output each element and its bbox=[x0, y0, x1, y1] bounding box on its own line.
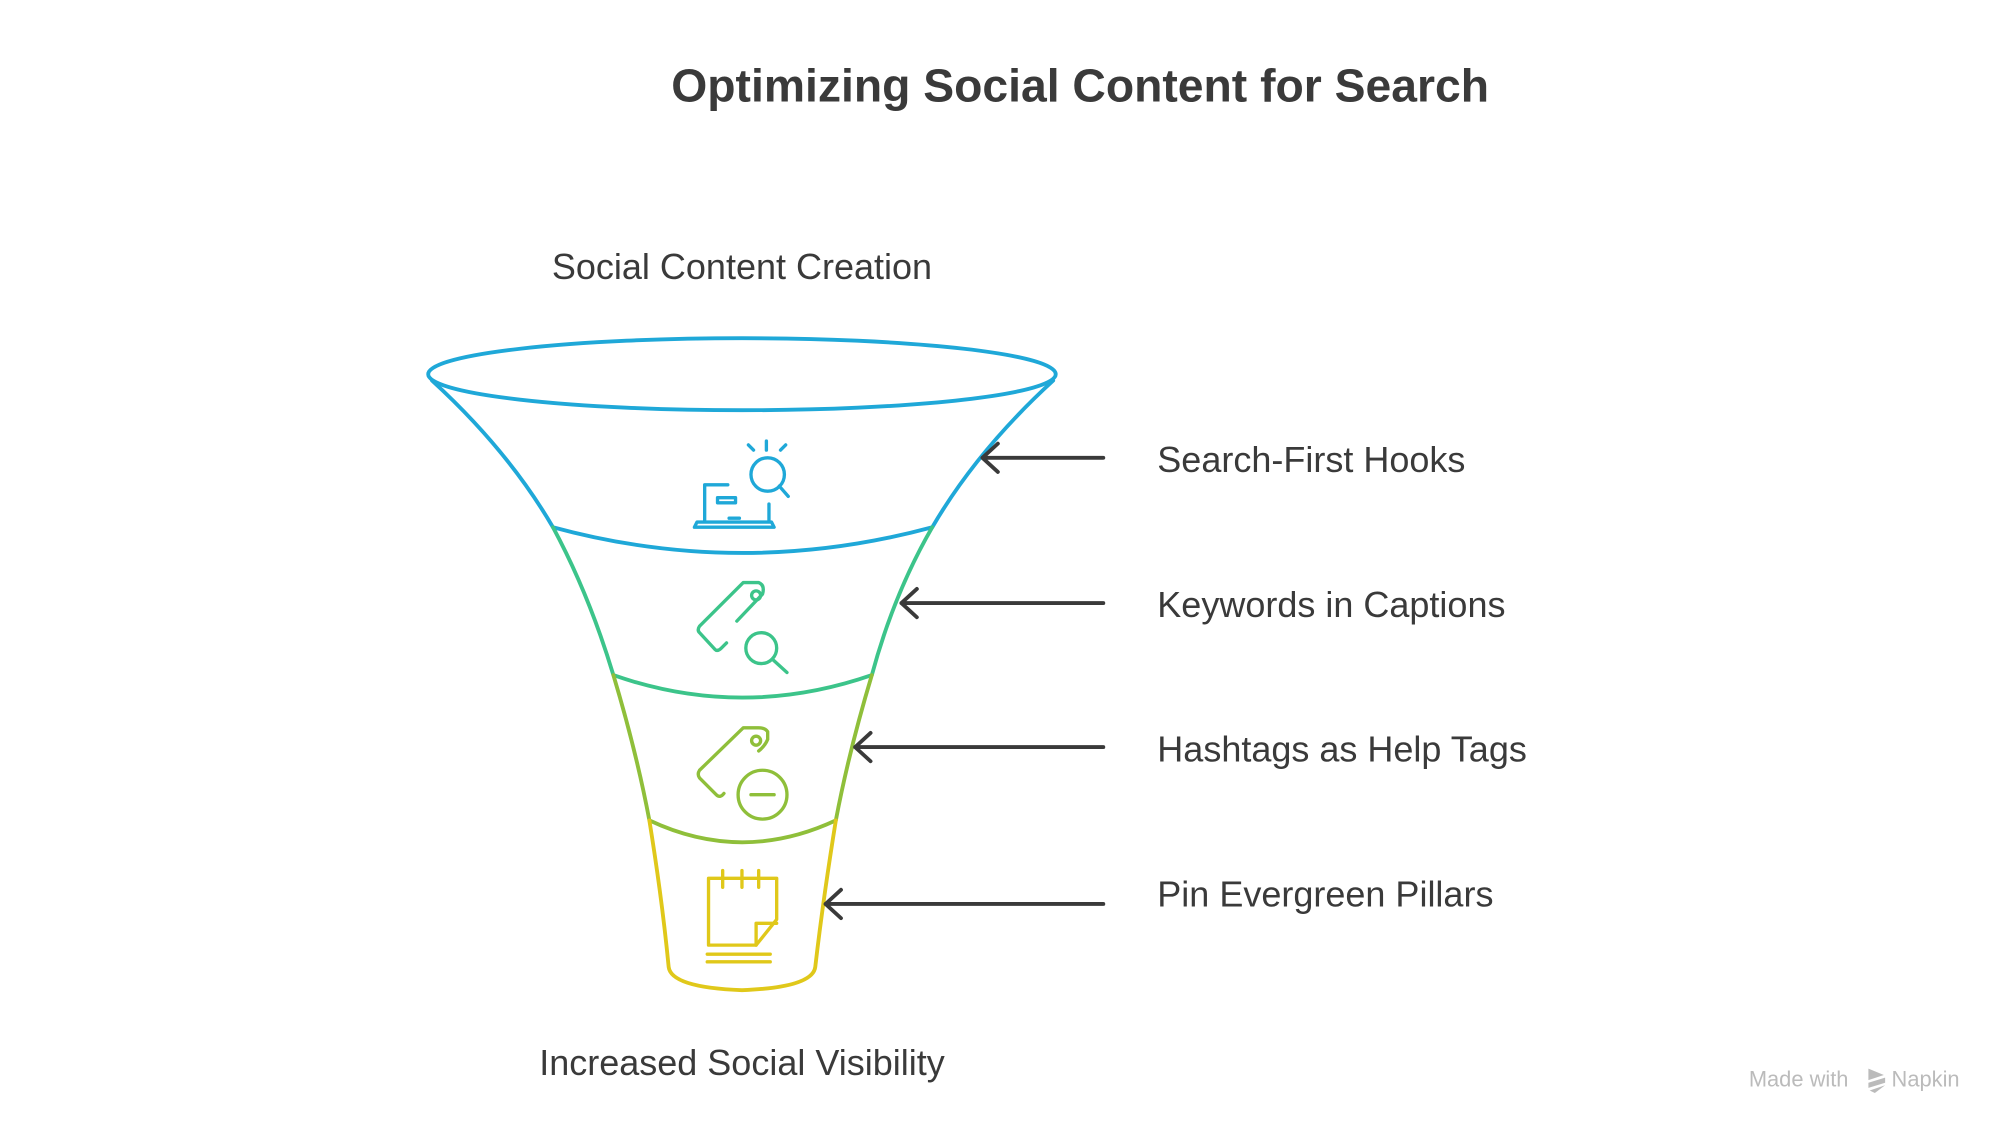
notepad-icon bbox=[705, 868, 779, 964]
napkin-watermark: Made with Napkin bbox=[1749, 1067, 1960, 1094]
stage-label-4: Pin Evergreen Pillars bbox=[1157, 874, 1493, 915]
funnel-bottom-label: Increased Social Visibility bbox=[539, 1042, 945, 1083]
diagram-title: Optimizing Social Content for Search bbox=[671, 60, 1489, 112]
tag-search-icon bbox=[696, 580, 789, 675]
napkin-logo-icon bbox=[1868, 1068, 1886, 1094]
stage-label-3: Hashtags as Help Tags bbox=[1157, 728, 1527, 769]
made-with-text: Made with bbox=[1749, 1067, 1849, 1092]
funnel-stage-1 bbox=[426, 336, 1058, 555]
stage-label-1: Search-First Hooks bbox=[1157, 439, 1465, 480]
arrow-stage-4 bbox=[823, 887, 1106, 921]
funnel-stage-4 bbox=[647, 818, 838, 993]
tag-minus-icon bbox=[696, 726, 789, 821]
funnel-top-label: Social Content Creation bbox=[552, 246, 932, 287]
funnel-stage-3 bbox=[611, 673, 874, 845]
arrow-stage-1 bbox=[980, 441, 1106, 474]
funnel-stage-2 bbox=[551, 525, 935, 700]
stage-label-2: Keywords in Captions bbox=[1157, 584, 1505, 625]
laptop-search-icon bbox=[692, 439, 790, 529]
funnel-rim bbox=[426, 336, 1058, 413]
arrow-stage-2 bbox=[899, 587, 1106, 620]
napkin-brand-text: Napkin bbox=[1892, 1067, 1960, 1092]
arrow-stage-3 bbox=[853, 731, 1106, 764]
